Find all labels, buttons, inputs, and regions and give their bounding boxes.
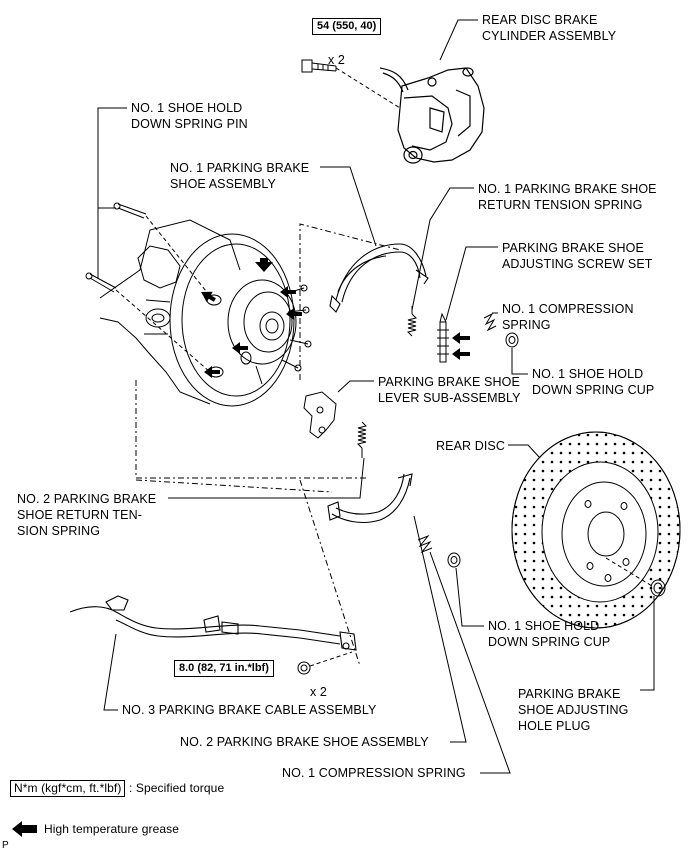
legend-grease-desc: High temperature grease bbox=[44, 822, 180, 836]
no2-return-tension-spring bbox=[357, 421, 367, 458]
adjusting-hole-plug bbox=[650, 579, 666, 597]
cable-bolt bbox=[297, 661, 311, 675]
no1-compression-spring-top bbox=[483, 312, 497, 332]
no1-parking-brake-shoe bbox=[329, 243, 429, 313]
no2-parking-brake-shoe bbox=[327, 473, 413, 523]
hold-down-spring-cup-bottom bbox=[447, 552, 461, 568]
label-no3-parking-brake-cable: NO. 3 PARKING BRAKE CABLE ASSEMBLY bbox=[122, 703, 377, 717]
parking-brake-shoe-lever bbox=[303, 391, 337, 439]
caliper-bolt-qty: x 2 bbox=[328, 53, 345, 67]
legend-torque-desc: : Specified torque bbox=[129, 781, 225, 795]
corner-mark: P bbox=[2, 840, 9, 851]
brake-caliper bbox=[379, 67, 485, 164]
label-no1-compression-spring-bottom: NO. 1 COMPRESSION SPRING bbox=[282, 766, 466, 780]
rear-disc bbox=[511, 431, 681, 629]
grease-arrows bbox=[12, 258, 470, 837]
legend-torque: N*m (kgf*cm, ft.*lbf) : Specified torque bbox=[10, 780, 224, 797]
label-rear-disc: REAR DISC bbox=[436, 439, 505, 453]
hold-down-spring-cup-top bbox=[505, 332, 519, 348]
legend-grease: High temperature grease bbox=[44, 821, 179, 837]
no1-return-tension-spring bbox=[407, 306, 417, 337]
label-no2-parking-brake-shoe: NO. 2 PARKING BRAKE SHOE ASSEMBLY bbox=[180, 735, 429, 749]
axle-hub-backing-plate bbox=[99, 219, 312, 407]
legend-grease-arrow-icon bbox=[12, 821, 37, 837]
no3-parking-brake-cable bbox=[69, 595, 357, 651]
no1-compression-spring-bottom bbox=[417, 534, 433, 554]
cable-bolt-torque: 8.0 (82, 71 in.*lbf) bbox=[174, 660, 274, 677]
caliper-bolt bbox=[301, 59, 337, 73]
legend-torque-unit: N*m (kgf*cm, ft.*lbf) bbox=[10, 780, 126, 797]
cable-bolt-qty: x 2 bbox=[310, 685, 327, 699]
adjusting-screw-set bbox=[437, 312, 449, 363]
caliper-bolt-torque: 54 (550, 40) bbox=[312, 18, 382, 35]
hold-down-spring-pins bbox=[85, 202, 147, 293]
